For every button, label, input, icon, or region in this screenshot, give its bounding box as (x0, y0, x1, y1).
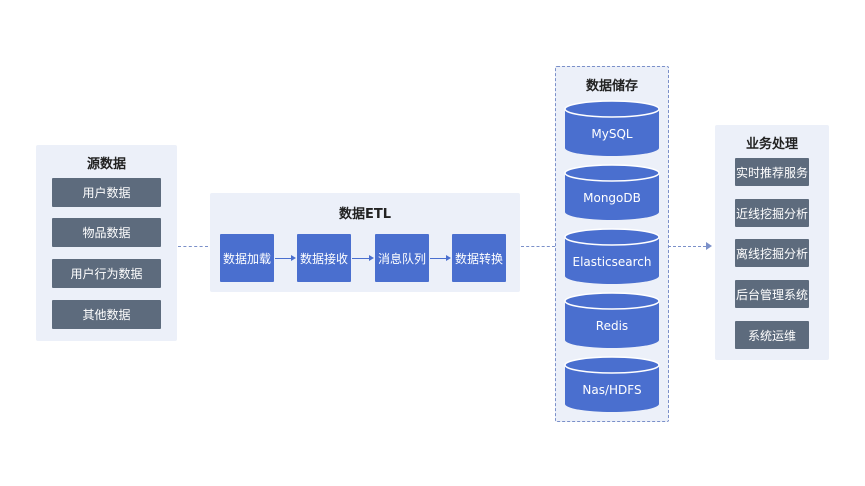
business-item-admin-system: 后台管理系统 (735, 280, 809, 308)
database-cylinder-icon (564, 356, 660, 412)
etl-step-data-loading: 数据加载 (220, 234, 274, 282)
storage-label-mongodb: MongoDB (583, 191, 641, 205)
etl-step-data-transform: 数据转换 (452, 234, 506, 282)
cylinder-elasticsearch: Elasticsearch (564, 228, 660, 285)
storage-label-elasticsearch: Elasticsearch (572, 255, 652, 269)
storage-panel: 数据储存 MySQL MongoDB Elasticsearch Redis (555, 66, 669, 422)
database-cylinder-icon (564, 228, 660, 284)
etl-step-message-queue: 消息队列 (375, 234, 429, 282)
business-item-nearline-mining: 近线挖掘分析 (735, 199, 809, 227)
source-item-other-data: 其他数据 (52, 300, 161, 329)
etl-step-data-receiving: 数据接收 (297, 234, 351, 282)
source-item-item-data: 物品数据 (52, 218, 161, 247)
connector-source-to-etl (178, 246, 208, 247)
etl-arrow-2 (352, 258, 369, 259)
cylinder-redis: Redis (564, 292, 660, 349)
storage-label-redis: Redis (595, 319, 629, 333)
connector-etl-to-storage (521, 246, 555, 247)
storage-label-nas-hdfs: Nas/HDFS (582, 383, 642, 397)
source-item-user-data: 用户数据 (52, 178, 161, 207)
cylinder-nas-hdfs: Nas/HDFS (564, 356, 660, 413)
source-data-title: 源数据 (86, 157, 126, 172)
etl-arrow-2-head (369, 255, 374, 261)
etl-arrow-1 (275, 258, 291, 259)
storage-label-mysql: MySQL (591, 127, 633, 141)
business-item-realtime-recommendation: 实时推荐服务 (735, 158, 809, 186)
etl-arrow-1-head (291, 255, 296, 261)
database-cylinder-icon (564, 100, 660, 156)
database-cylinder-icon (564, 164, 660, 220)
business-panel: 业务处理 实时推荐服务 近线挖掘分析 离线挖掘分析 后台管理系统 系统运维 (715, 125, 829, 360)
database-cylinder-icon (564, 292, 660, 348)
etl-panel: 数据ETL 数据加载 数据接收 消息队列 数据转换 (210, 193, 520, 292)
etl-title: 数据ETL (338, 207, 392, 222)
connector-arrow-head (706, 242, 712, 250)
etl-arrow-3 (430, 258, 446, 259)
source-data-panel: 源数据 用户数据 物品数据 用户行为数据 其他数据 (36, 145, 177, 341)
business-title: 业务处理 (745, 137, 798, 152)
cylinder-mysql: MySQL (564, 100, 660, 157)
cylinder-mongodb: MongoDB (564, 164, 660, 221)
business-item-offline-mining: 离线挖掘分析 (735, 239, 809, 267)
connector-storage-to-business (668, 246, 706, 247)
source-item-user-behavior-data: 用户行为数据 (52, 259, 161, 288)
storage-title: 数据储存 (585, 79, 638, 94)
business-item-system-ops: 系统运维 (735, 321, 809, 349)
etl-arrow-3-head (446, 255, 451, 261)
